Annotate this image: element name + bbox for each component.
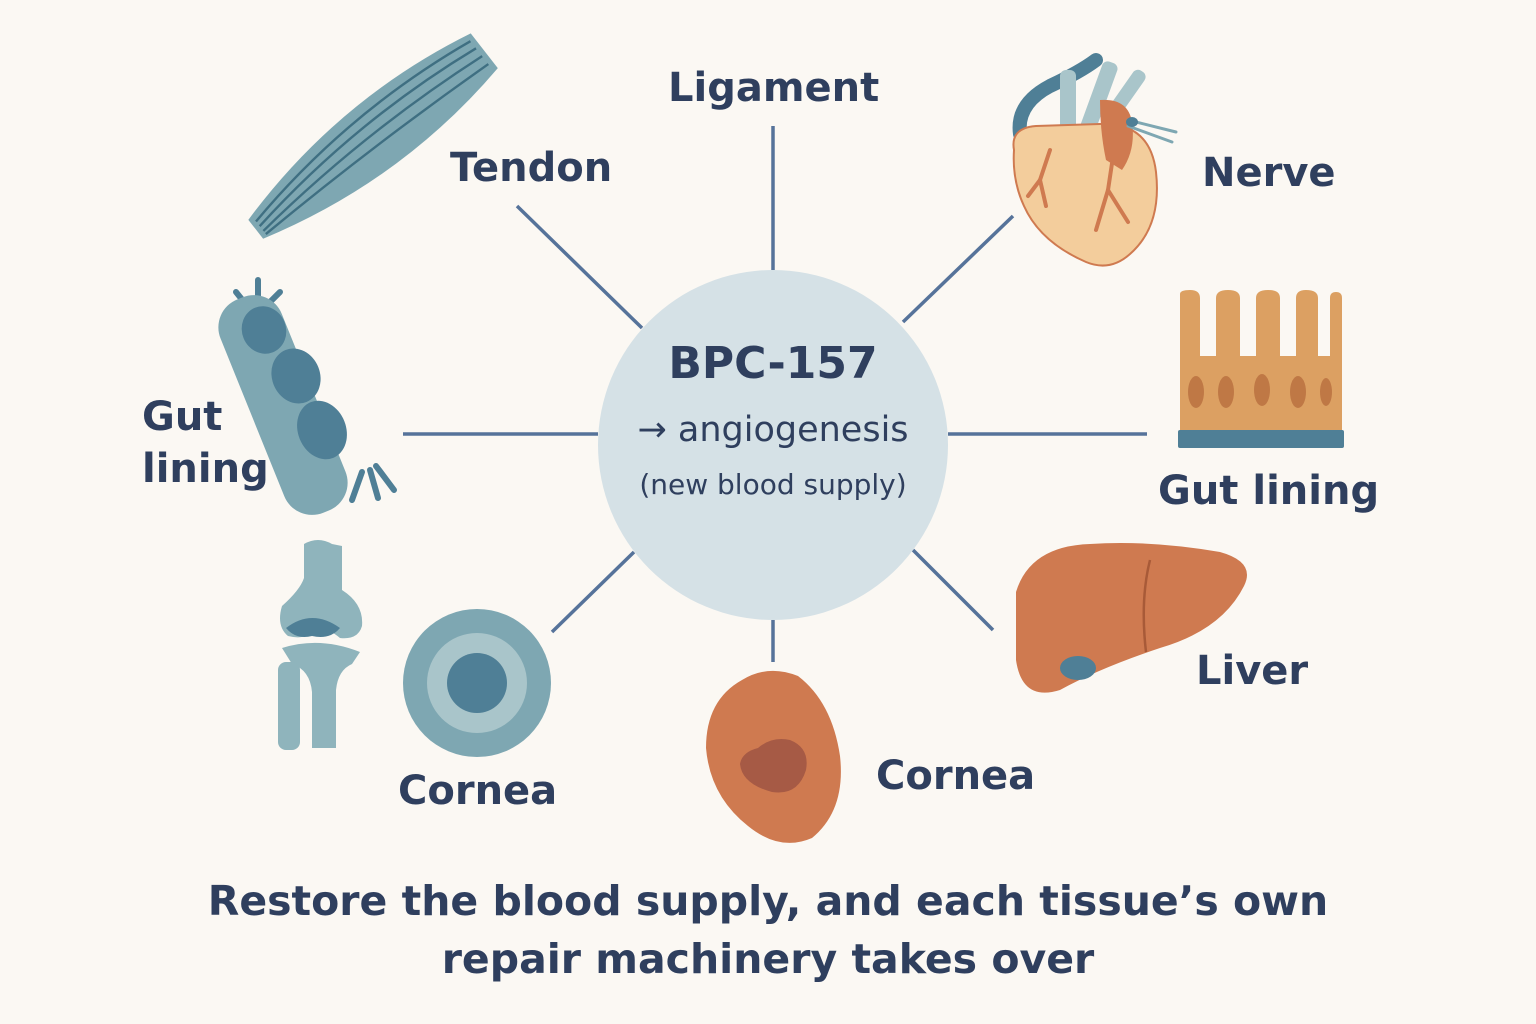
label-liver: Liver: [1196, 648, 1309, 694]
label-gut-right: Gut lining: [1158, 468, 1380, 514]
tendon-icon: [248, 33, 498, 239]
heart-icon: [1012, 53, 1178, 267]
hub-subtitle: → angiogenesis: [637, 410, 909, 450]
connector-lines: [403, 126, 1147, 662]
label-nerve: Nerve: [1202, 150, 1336, 196]
nerve-cell-icon: [218, 277, 397, 515]
connector-cornea-left: [550, 550, 636, 634]
label-gut-left-2: lining: [142, 446, 269, 492]
gut-villi-icon: [1178, 290, 1344, 448]
label-gut-left-1: Gut: [142, 394, 223, 440]
skin-wound-icon: [706, 670, 841, 843]
caption-line-1: Restore the blood supply, and each tissu…: [207, 877, 1329, 925]
center-hub: BPC-157 → angiogenesis (new blood supply…: [598, 270, 948, 620]
label-tendon: Tendon: [450, 145, 613, 191]
connector-liver: [911, 548, 995, 632]
connector-nerve: [901, 214, 1015, 324]
caption-line-2: repair machinery takes over: [441, 935, 1095, 983]
connector-tendon: [515, 204, 644, 330]
label-cornea-center: Cornea: [876, 753, 1036, 799]
label-cornea-left: Cornea: [398, 768, 558, 814]
label-ligament: Ligament: [668, 65, 880, 111]
caption: Restore the blood supply, and each tissu…: [118, 872, 1418, 988]
hub-title: BPC-157: [668, 338, 878, 389]
eye-cornea-icon: [403, 609, 551, 757]
liver-icon: [1016, 543, 1247, 693]
hub-note: (new blood supply): [639, 468, 907, 501]
knee-joint-icon: [278, 540, 363, 750]
